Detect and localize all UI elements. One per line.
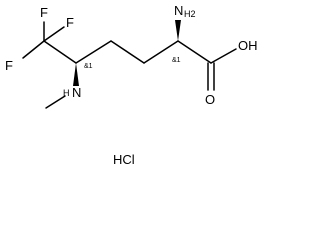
bond-n-methyl bbox=[45, 95, 66, 109]
bond-c2-c1 bbox=[177, 40, 212, 64]
atom-acid-o: O bbox=[205, 92, 215, 107]
atom-acid-oh: OH bbox=[238, 38, 258, 53]
atom-f-left: F bbox=[5, 58, 13, 73]
bond-c4-c3 bbox=[110, 40, 145, 64]
bond-c1-oh bbox=[210, 48, 237, 64]
atom-amine-h2: H2 bbox=[184, 9, 196, 19]
atom-amine-n: N bbox=[174, 3, 183, 18]
atom-f-right: F bbox=[66, 15, 74, 30]
atom-f-top: F bbox=[40, 5, 48, 20]
stereo-label-c5: &1 bbox=[84, 63, 93, 70]
salt-label: HCl bbox=[113, 152, 135, 167]
wedge-bond-c5-nh bbox=[73, 63, 79, 86]
atom-methylamine-h: H bbox=[63, 88, 70, 98]
wedge-bond-c2-nh2 bbox=[175, 20, 181, 41]
bond-c6-f-right bbox=[43, 26, 65, 42]
bond-c3-c2 bbox=[143, 40, 179, 64]
stereo-label-c2: &1 bbox=[172, 57, 181, 64]
bond-c6-f-left bbox=[22, 40, 45, 59]
atom-methylamine-n: N bbox=[72, 85, 81, 100]
chemical-structure: F F F N H2 OH O H N &1 &1 HCl bbox=[5, 3, 258, 167]
bond-c5-c4 bbox=[75, 40, 112, 64]
bond-c6-c5 bbox=[43, 40, 77, 64]
